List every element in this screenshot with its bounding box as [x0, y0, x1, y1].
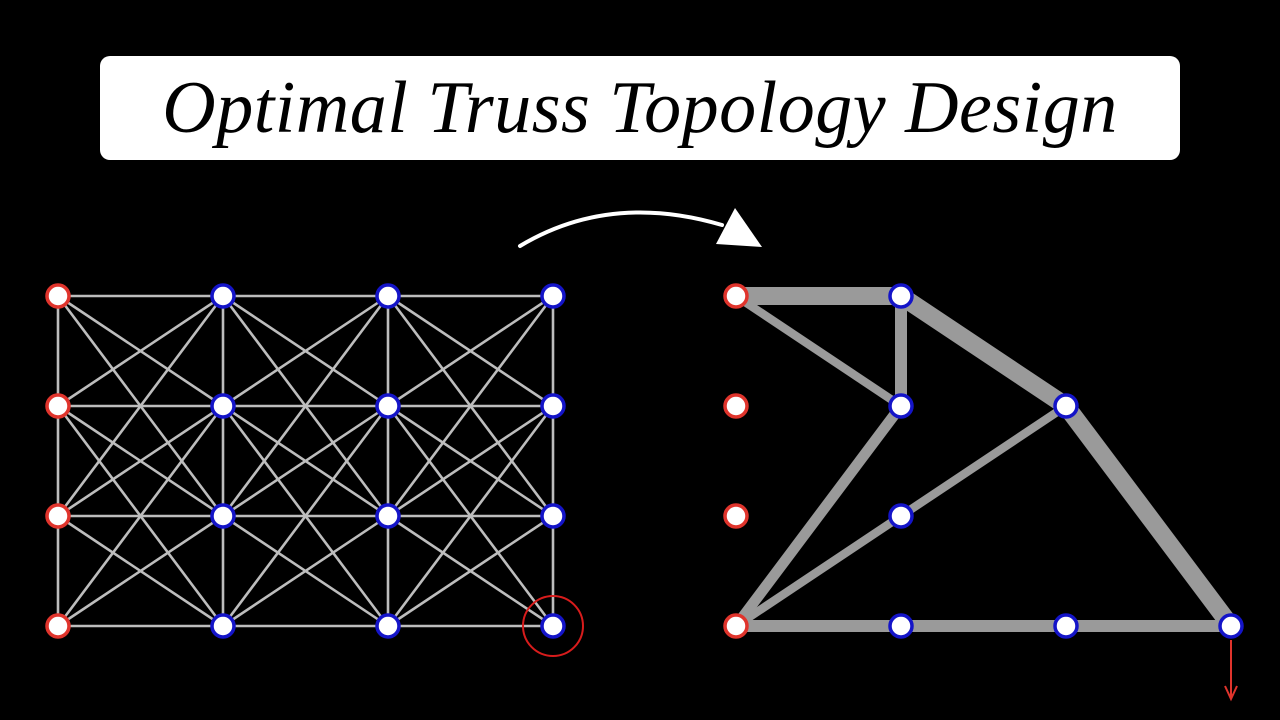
ground-structure-member — [56, 295, 225, 517]
ground-structure-member — [56, 405, 225, 627]
free-node — [1218, 613, 1244, 639]
ground-structure-member — [57, 294, 224, 408]
transform-arrow-head — [716, 208, 762, 247]
support-node — [723, 503, 749, 529]
optimized-member — [1058, 400, 1239, 632]
optimized-member — [731, 402, 906, 630]
ground-structure-members — [56, 294, 555, 628]
support-node — [45, 393, 71, 419]
free-node — [888, 613, 914, 639]
ground-structure-member — [221, 295, 390, 517]
ground-structure-member — [387, 294, 554, 408]
load-arrow — [1224, 640, 1238, 702]
ground-structure-member — [387, 514, 554, 628]
ground-structure-member — [221, 405, 390, 627]
free-node — [1053, 393, 1079, 419]
optimized-truss-members — [731, 287, 1239, 632]
ground-structure-member — [386, 295, 555, 517]
free-node — [375, 283, 401, 309]
free-node — [540, 393, 566, 419]
free-node — [375, 393, 401, 419]
support-node — [723, 283, 749, 309]
free-node — [210, 393, 236, 419]
free-node — [210, 283, 236, 309]
support-node — [45, 613, 71, 639]
support-node — [723, 393, 749, 419]
ground-structure — [45, 283, 584, 657]
free-node — [1053, 613, 1079, 639]
ground-structure-member — [386, 405, 555, 627]
optimized-member — [898, 402, 1069, 520]
free-node — [888, 393, 914, 419]
load-arrow-head — [1224, 685, 1238, 702]
ground-structure-member — [387, 404, 554, 518]
highlight-circle — [522, 595, 584, 657]
optimized-truss-nodes — [723, 283, 1244, 639]
page-title: Optimal Truss Topology Design — [162, 66, 1118, 149]
free-node — [375, 613, 401, 639]
ground-structure-member — [222, 404, 389, 518]
transform-arrow-curve — [518, 210, 724, 248]
ground-structure-nodes — [45, 283, 566, 639]
optimized-member — [733, 292, 904, 410]
free-node — [888, 283, 914, 309]
free-node — [210, 613, 236, 639]
ground-structure-member — [222, 294, 389, 408]
optimized-member — [896, 288, 1071, 414]
transform-arrow — [518, 208, 762, 248]
free-node — [540, 283, 566, 309]
optimized-truss — [723, 283, 1244, 702]
free-node — [540, 613, 566, 639]
ground-structure-member — [222, 514, 389, 628]
ground-structure-member — [57, 404, 224, 518]
free-node — [210, 503, 236, 529]
support-node — [45, 503, 71, 529]
title-banner: Optimal Truss Topology Design — [100, 56, 1180, 160]
ground-structure-member — [57, 514, 224, 628]
free-node — [888, 503, 914, 529]
free-node — [375, 503, 401, 529]
optimized-member — [733, 512, 904, 630]
free-node — [540, 503, 566, 529]
support-node — [723, 613, 749, 639]
support-node — [45, 283, 71, 309]
